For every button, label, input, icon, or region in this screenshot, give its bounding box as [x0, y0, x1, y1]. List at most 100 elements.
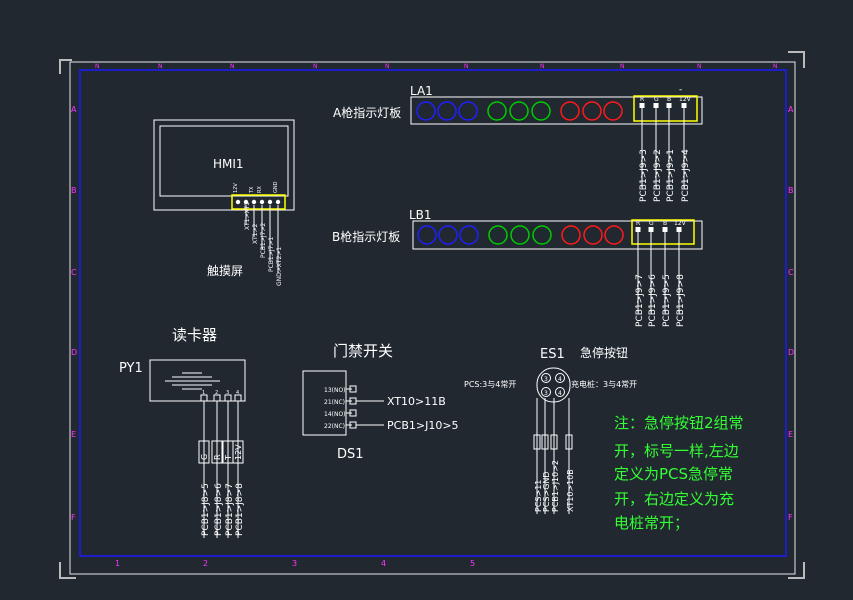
grid-tick-label-top: N	[385, 63, 390, 70]
hmi1-pin	[235, 199, 241, 205]
hmi1-pin	[251, 199, 257, 205]
lb1-indicator-board: LB1 B枪指示灯板 RPCB1>J9>7GPCB1>J9>6BPCB1>J9>…	[332, 208, 703, 327]
lb1-title: B枪指示灯板	[332, 229, 400, 244]
py1-pin-number: 2	[215, 390, 218, 396]
note-line-2: 开，标号一样,左边	[614, 442, 739, 460]
board-wire-label: PCB1>J9>5	[662, 274, 672, 327]
grid-row-label-left: E	[71, 430, 76, 439]
board-wire-label: PCB1>J9>1	[666, 149, 676, 202]
indicator-lamp	[437, 101, 457, 121]
indicator-lamp	[560, 101, 580, 121]
board-pin	[662, 227, 668, 232]
py1-pin-box	[232, 440, 244, 464]
indicator-lamp	[416, 101, 436, 121]
hmi1-ref: HMI1	[213, 157, 244, 171]
grid-row-label-right: B	[788, 186, 794, 195]
py1-pin-box	[211, 440, 223, 464]
py1-wire-label: PCB1>J8>6	[214, 483, 224, 536]
board-pin	[681, 103, 687, 108]
grid-col-label-bottom: 3	[292, 559, 297, 568]
ds1-door-switch: 门禁开关 13(NO)21(NC)14(NO)22(NC) XT10>11B P…	[302, 342, 459, 462]
grid-row-label-right: F	[788, 513, 793, 522]
board-wire-label: PCB1>J9>6	[648, 274, 658, 327]
board-wire-label: PCB1>J9>8	[676, 274, 686, 327]
es1-title: 急停按钮	[580, 345, 628, 360]
crop-mark-bottom-right	[788, 562, 805, 579]
hmi1-caption: 触摸屏	[207, 264, 243, 278]
board-pin	[653, 103, 659, 108]
grid-row-label-left: F	[71, 513, 76, 522]
sheet-border	[69, 61, 796, 575]
indicator-lamp	[459, 225, 479, 245]
py1-pins: 1GPCB1>J8>52RPCB1>J8>63TPCB1>J8>7412VPCB…	[198, 390, 245, 538]
ds1-wire2: PCB1>J10>5	[387, 419, 459, 432]
es1-wire-label: PCB1>J10>2	[551, 460, 560, 512]
grid-tick-label-top: N	[313, 63, 318, 70]
hmi1-outer	[153, 119, 295, 211]
es1-right-label: 充电桩：3与4常开	[571, 379, 637, 389]
es1-contact	[555, 373, 565, 383]
lb1-board-outline	[412, 220, 703, 250]
hmi1-wire-label: PCB1>J7>2	[260, 223, 267, 258]
hmi1-screen	[159, 125, 289, 197]
grid-tick-label-top: N	[697, 63, 702, 70]
indicator-lamp	[438, 225, 458, 245]
hmi1-pin-label: 12V	[233, 183, 239, 193]
py1-card-slot-lines	[165, 372, 220, 390]
note-line-4: 开，右边定义为充	[614, 490, 734, 508]
hmi1-pin	[259, 199, 265, 205]
indicator-lamp	[488, 225, 508, 245]
hmi1-pin	[243, 199, 249, 205]
hmi1-pin-label: RX	[257, 186, 263, 193]
es1-wire-label: PCS>GND	[542, 471, 551, 512]
py1-pin-label: G	[200, 454, 209, 460]
es1-left-label: PCS:3与4常开	[464, 380, 516, 389]
board-pin-label: B	[663, 220, 667, 227]
grid-row-label-right: E	[788, 430, 793, 439]
ds1-pin-label: 22(NC)	[324, 423, 345, 430]
es1-contact-label: 4	[558, 390, 562, 397]
lb1-ref: LB1	[409, 208, 432, 222]
py1-pin-label: T	[224, 455, 233, 461]
es1-wire-marker	[541, 434, 549, 450]
py1-title: 读卡器	[172, 326, 217, 344]
board-pin-label: 12V	[674, 220, 687, 227]
py1-card-reader: 读卡器 PY1 1GPCB1>J8>52RPCB1>J8>63TPCB1>J8>…	[119, 326, 246, 538]
grid-row-label-right: C	[788, 268, 794, 277]
py1-pin-label: 12V	[234, 444, 243, 460]
es1-contact	[555, 387, 565, 397]
es1-body	[536, 367, 571, 403]
py1-pin-box	[198, 440, 210, 464]
py1-pin-number: 1	[202, 390, 205, 396]
grid-row-label-left: C	[71, 268, 77, 277]
grid-tick-label-top: N	[158, 63, 163, 70]
py1-ref: PY1	[119, 361, 143, 376]
indicator-lamp	[417, 225, 437, 245]
crop-mark-bottom-left	[59, 562, 76, 579]
crop-mark-top-right	[788, 51, 805, 68]
hmi1-wire-label: XT1>2	[252, 223, 259, 244]
indicator-lamp	[510, 225, 530, 245]
grid-col-label-bottom: 1	[115, 559, 120, 568]
py1-pin-number: 3	[226, 390, 229, 396]
grid-row-label-left: D	[71, 348, 77, 357]
lb1-lamps	[417, 225, 624, 245]
sheet-frame	[79, 69, 787, 557]
lb1-pin-highlight	[631, 219, 695, 245]
indicator-lamp	[561, 225, 581, 245]
py1-pin-label: R	[213, 454, 222, 460]
es1-wire-label: PCS>11	[534, 480, 543, 512]
grid-tick-label-top: N	[230, 63, 235, 70]
hmi1-wire-label: XT1>XT1	[244, 202, 251, 230]
hmi1-pin-label: GND	[273, 181, 279, 193]
ds1-pin-label: 21(NC)	[324, 399, 345, 406]
board-pin	[639, 103, 645, 108]
es1-contact-label: 4	[558, 376, 562, 383]
grid-tick-label-top: N	[464, 63, 469, 70]
hmi1-pin-label: TX	[249, 186, 255, 194]
